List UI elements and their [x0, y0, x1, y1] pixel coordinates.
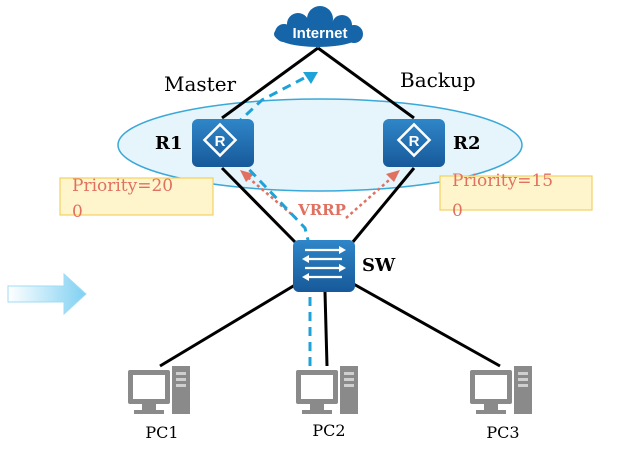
master-label: Master	[164, 72, 237, 96]
priority-box-r2: Priority=15 0	[439, 171, 593, 221]
vrrp-advertisement-arrows	[243, 173, 397, 219]
internet-label: Internet	[292, 25, 347, 42]
link-r2-sw	[350, 167, 416, 244]
router-r2-glyph: R	[409, 133, 420, 150]
pc2-label: PC2	[312, 421, 345, 440]
switch-name: SW	[362, 255, 396, 276]
router-r2: R	[383, 119, 445, 167]
cloud-icon	[274, 6, 363, 47]
link-sw-pc3	[349, 280, 501, 368]
pc-1	[128, 366, 190, 414]
link-sw-pc2	[323, 291, 329, 367]
priority-r2-line1: Priority=15	[452, 171, 553, 191]
pc-3	[470, 366, 532, 414]
vrrp-label: VRRP	[297, 201, 346, 219]
traffic-path-arrowhead	[303, 72, 318, 84]
router-icon	[383, 119, 445, 167]
desktop-computer-icon	[470, 366, 532, 414]
router-icon	[192, 119, 254, 167]
network-links	[159, 46, 501, 368]
desktop-computer-icon	[296, 366, 358, 414]
router-r2-name: R2	[453, 133, 480, 154]
pc3-label: PC3	[486, 423, 519, 442]
link-r1-sw	[220, 166, 298, 245]
router-r1: R	[192, 119, 254, 167]
right-arrow-icon	[7, 272, 87, 316]
link-sw-pc1	[159, 280, 301, 368]
desktop-computer-icon	[128, 366, 190, 414]
priority-box-r1: Priority=20 0	[59, 176, 214, 222]
switch-sw	[293, 240, 355, 292]
switch-icon	[293, 240, 355, 292]
pc1-label: PC1	[145, 423, 178, 442]
router-r1-name: R1	[155, 133, 182, 154]
link-internet-r1	[221, 46, 319, 120]
router-r1-glyph: R	[215, 133, 226, 150]
vrrp-arrowhead-right	[386, 170, 400, 182]
priority-r1-line1: Priority=20	[72, 176, 173, 196]
priority-r2-line2: 0	[452, 201, 463, 221]
link-internet-r2	[317, 46, 415, 120]
internet-cloud: Internet	[274, 6, 363, 47]
pc-2	[296, 366, 358, 414]
backup-label: Backup	[400, 68, 476, 92]
priority-r1-line2: 0	[72, 202, 83, 222]
